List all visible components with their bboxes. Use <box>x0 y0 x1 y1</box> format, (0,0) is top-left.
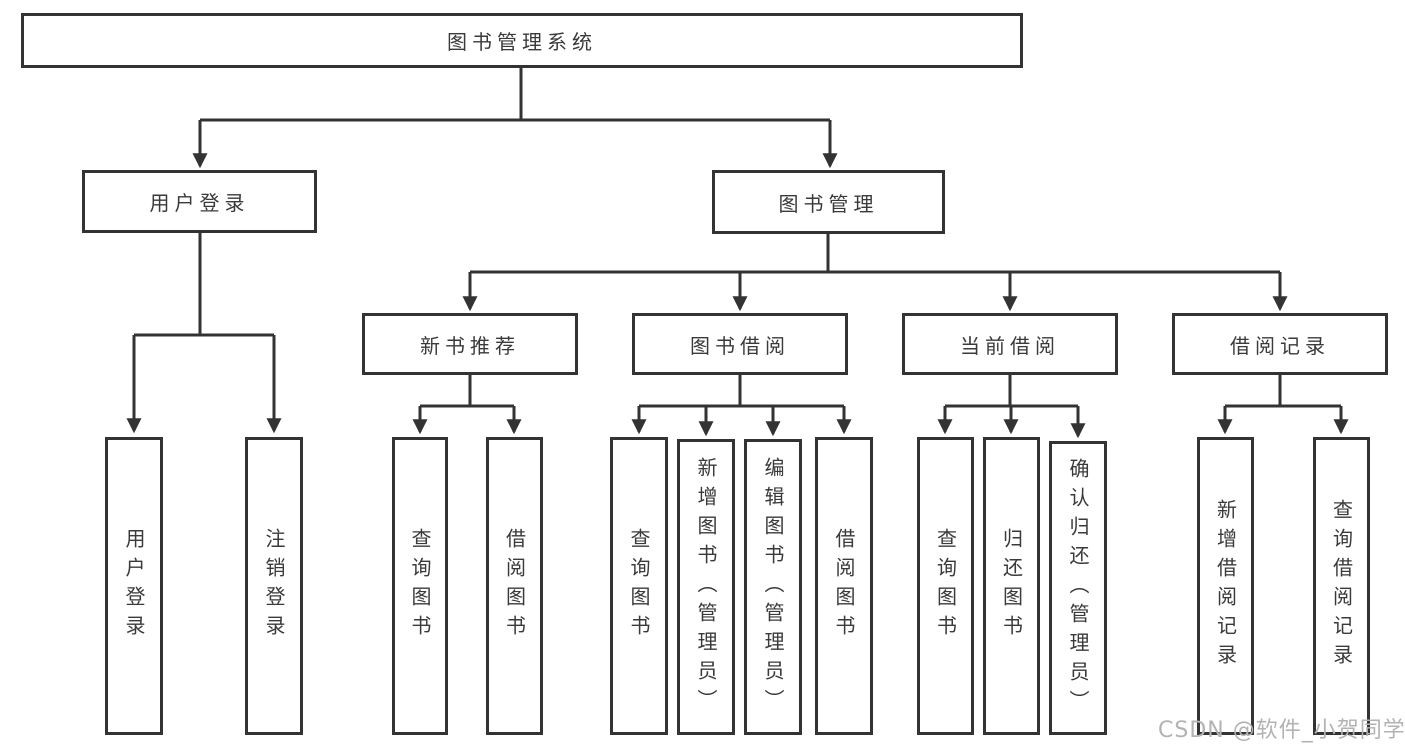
leaf-add-books-admin-label: 新增图书（管理员） <box>694 456 718 718</box>
leaf-query-borrow-record: 查询借阅记录 <box>1313 437 1370 735</box>
leaf-add-borrow-record: 新增借阅记录 <box>1197 437 1254 735</box>
node-book-management: 图书管理 <box>712 170 945 234</box>
leaf-add-books-admin: 新增图书（管理员） <box>677 439 735 735</box>
leaf-borrow-books-1: 借阅图书 <box>486 437 543 735</box>
node-library-management-system-label: 图书管理系统 <box>447 30 597 54</box>
leaf-logout-label: 注销登录 <box>262 528 286 644</box>
leaf-query-books-2: 查询图书 <box>610 437 668 735</box>
leaf-return-books: 归还图书 <box>983 437 1040 735</box>
leaf-borrow-books-2-label: 借阅图书 <box>832 528 856 644</box>
node-borrowing-records: 借阅记录 <box>1172 313 1388 375</box>
leaf-query-books-1-label: 查询图书 <box>408 528 432 644</box>
leaf-user-login-label: 用户登录 <box>122 528 146 644</box>
connector-book-management-trunk <box>470 234 1280 274</box>
leaf-user-login: 用户登录 <box>105 437 163 735</box>
node-current-borrowing: 当前借阅 <box>902 313 1118 375</box>
connector-new-book-trunk <box>420 375 514 408</box>
leaf-return-books-label: 归还图书 <box>999 528 1024 644</box>
leaf-edit-books-admin: 编辑图书（管理员） <box>744 439 802 735</box>
leaf-query-books-3-label: 查询图书 <box>933 528 958 644</box>
leaf-edit-books-admin-label: 编辑图书（管理员） <box>761 456 785 718</box>
connector-borrowing-records-trunk <box>1225 375 1341 408</box>
leaf-add-borrow-record-label: 新增借阅记录 <box>1213 499 1238 673</box>
node-current-borrowing-label: 当前借阅 <box>960 333 1060 358</box>
csdn-watermark: CSDN @软件_小贺同学 <box>1158 718 1405 743</box>
node-library-management-system: 图书管理系统 <box>21 13 1023 68</box>
connector-root-trunk <box>200 67 830 122</box>
leaf-query-borrow-record-label: 查询借阅记录 <box>1329 499 1354 673</box>
leaf-confirm-return-admin-label: 确认归还（管理员） <box>1066 457 1090 719</box>
node-book-management-label: 图书管理 <box>778 191 879 216</box>
connector-user-login-trunk <box>134 233 274 337</box>
leaf-borrow-books-1-label: 借阅图书 <box>502 528 527 644</box>
node-book-borrowing: 图书借阅 <box>632 313 848 375</box>
node-user-login: 用户登录 <box>82 170 317 233</box>
connector-book-borrowing-trunk <box>639 375 844 408</box>
leaf-confirm-return-admin: 确认归还（管理员） <box>1049 441 1107 735</box>
node-book-borrowing-label: 图书借阅 <box>690 333 790 358</box>
connector-current-borrowing-trunk <box>945 375 1078 408</box>
leaf-borrow-books-2: 借阅图书 <box>815 437 873 735</box>
leaf-logout: 注销登录 <box>245 437 303 735</box>
leaf-query-books-2-label: 查询图书 <box>627 528 651 644</box>
node-new-book-recommendation: 新书推荐 <box>362 313 578 375</box>
node-new-book-recommendation-label: 新书推荐 <box>420 333 520 358</box>
leaf-query-books-1: 查询图书 <box>392 437 448 735</box>
node-user-login-label: 用户登录 <box>149 191 250 215</box>
leaf-query-books-3: 查询图书 <box>917 437 974 735</box>
node-borrowing-records-label: 借阅记录 <box>1230 333 1330 358</box>
